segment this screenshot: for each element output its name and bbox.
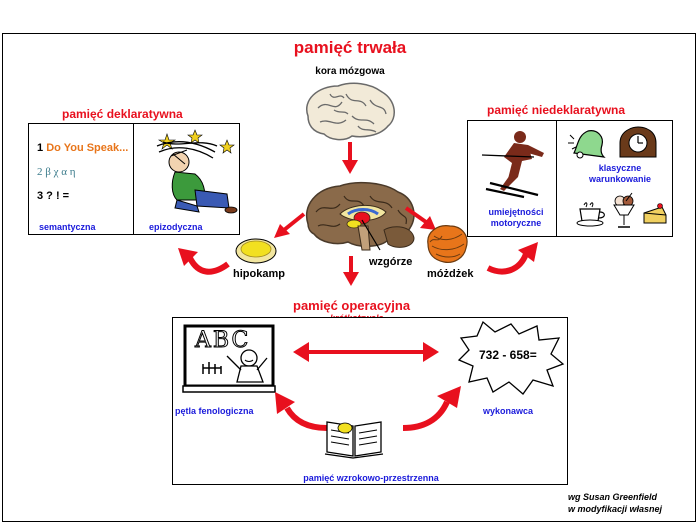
credit-line-1: wg Susan Greenfield: [568, 492, 658, 502]
episodic-label: epizodyczna: [149, 222, 203, 232]
cerebellum-icon: [427, 225, 468, 263]
sundae-icon: [613, 192, 635, 228]
equation-text: 732 - 658=: [479, 348, 537, 362]
cake-icon: [643, 203, 667, 224]
cortex-brain-icon: [306, 82, 395, 141]
clock-icon: [619, 126, 657, 158]
dizzy-person-icon: [156, 129, 238, 214]
arrow-to-hippocampus: [274, 212, 306, 238]
cortex-label: kora mózgowa: [315, 66, 385, 77]
thalamus-label: wzgórze: [369, 256, 413, 268]
brain-section-icon: [305, 181, 415, 251]
hippocampus-label: hipokamp: [233, 268, 285, 280]
curved-arrow-to-phonological: [275, 392, 328, 431]
curved-arrow-to-executive: [402, 386, 461, 431]
nondeclarative-box: umiejętności motoryczne klasyczne warunk…: [467, 120, 673, 237]
open-book-icon: [324, 421, 384, 459]
motor-label: umiejętności motoryczne: [488, 207, 544, 228]
curved-arrow-to-declarative: [178, 248, 230, 275]
semantic-do-you-speak: Do You Speak...: [46, 142, 129, 154]
declarative-box: 1 Do You Speak... 2 β χ α η 3 ? ! = sema…: [28, 123, 240, 235]
semantic-line-2: 2 β χ α η: [37, 166, 76, 178]
speech-burst-icon: [457, 320, 565, 395]
skier-icon: [481, 131, 544, 199]
outer-frame: [2, 33, 696, 522]
phonological-label: pętla fenologiczna: [175, 406, 254, 416]
blackboard-icon: [182, 324, 276, 393]
declarative-title: pamięć deklaratywna: [62, 107, 183, 121]
curved-arrow-to-nondeclarative: [486, 242, 538, 275]
working-title: pamięć operacyjna: [293, 298, 411, 313]
cup-icon: [576, 202, 605, 227]
declarative-divider: [133, 124, 134, 234]
thalamus-pointer: [361, 219, 381, 251]
executive-label: wykonawca: [483, 406, 534, 416]
visuospatial-label: pamięć wzrokowo-przestrzenna: [303, 473, 439, 483]
nondeclarative-title: pamięć niedeklaratywna: [487, 103, 626, 117]
nondeclarative-divider: [556, 121, 557, 236]
arrow-down-cortex: [342, 142, 358, 174]
hippocampus-icon: [235, 238, 277, 264]
cerebellum-label: móżdżek: [427, 268, 474, 280]
blackboard-text: ABC: [194, 328, 251, 354]
page-title: pamięć trwała: [293, 38, 407, 57]
semantic-line-3: 3 ? ! =: [37, 190, 70, 202]
arrow-to-cerebellum: [404, 206, 436, 230]
working-memory-box: ABC pętla fenologiczna 732 - 658= wykona…: [172, 317, 568, 485]
double-arrow: [293, 342, 439, 362]
credit-line-2: w modyfikacji własnej: [568, 504, 663, 514]
bell-icon: [568, 130, 606, 159]
arrow-to-working-memory: [343, 256, 359, 286]
conditioning-label: klasyczne warunkowanie: [588, 163, 651, 184]
semantic-line-1: 1 Do You Speak...: [37, 142, 128, 154]
semantic-num-1: 1: [37, 142, 44, 154]
semantic-label: semantyczna: [39, 222, 96, 232]
